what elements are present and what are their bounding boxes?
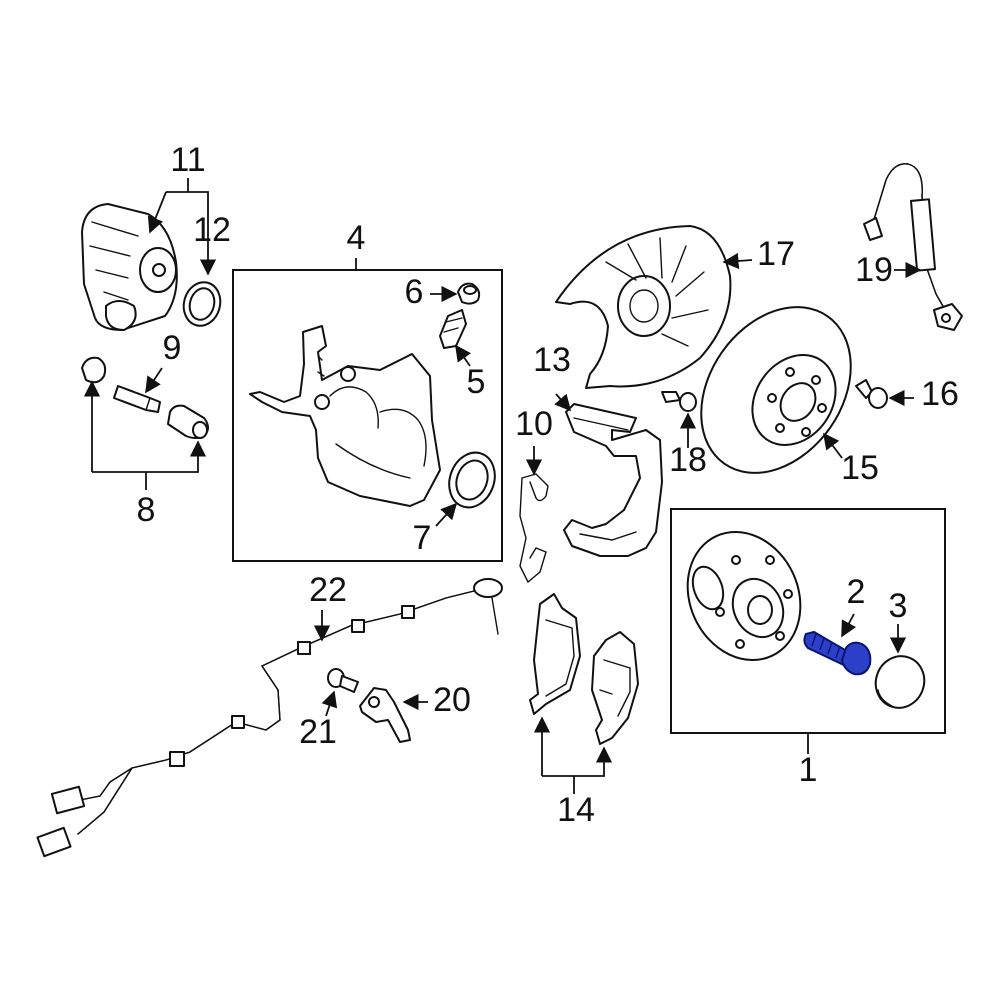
callout-8: 8 <box>137 491 156 529</box>
hub-bolt[interactable] <box>803 630 872 676</box>
guide-pin[interactable] <box>113 385 161 413</box>
sensor-bolt[interactable] <box>327 668 359 693</box>
callout-18: 18 <box>669 441 707 479</box>
splash-shield[interactable] <box>555 225 732 389</box>
leader-lines <box>83 178 922 794</box>
callout-5: 5 <box>467 363 486 401</box>
brake-rotor[interactable] <box>670 278 881 501</box>
brake-caliper[interactable] <box>249 325 441 507</box>
callout-11: 11 <box>170 141 205 179</box>
callout-21: 21 <box>299 713 337 751</box>
anti-rattle-spring[interactable] <box>519 473 549 584</box>
callout-10: 10 <box>515 405 553 443</box>
caliper-bracket[interactable] <box>563 403 663 557</box>
rotor-screw[interactable] <box>855 379 888 409</box>
wheel-hub[interactable] <box>667 513 821 678</box>
brake-pad-outer[interactable] <box>529 593 581 715</box>
callout-7: 7 <box>413 519 432 557</box>
parking-brake-motor[interactable] <box>81 203 178 331</box>
bleeder-screw[interactable] <box>439 309 467 349</box>
caliper-group-box <box>232 269 503 562</box>
callout-4: 4 <box>347 219 366 257</box>
hub-bolt-head <box>840 641 872 676</box>
dust-cap[interactable] <box>81 356 107 384</box>
brake-pad-inner[interactable] <box>591 631 639 745</box>
callout-20: 20 <box>433 681 471 719</box>
abs-sensor[interactable] <box>359 687 411 743</box>
callout-16: 16 <box>921 375 959 413</box>
callout-22: 22 <box>309 571 347 609</box>
callout-14: 14 <box>557 791 595 829</box>
callout-15: 15 <box>841 449 879 487</box>
callout-12: 12 <box>193 211 231 249</box>
callout-labels: 1 2 3 4 5 6 7 8 9 10 11 12 13 14 15 16 1… <box>137 141 959 829</box>
callout-3: 3 <box>889 587 908 625</box>
callout-6: 6 <box>405 273 424 311</box>
callout-19: 19 <box>855 251 893 289</box>
guide-bushing[interactable] <box>167 404 209 439</box>
o-ring[interactable] <box>179 278 225 330</box>
abs-sensor-harness[interactable] <box>36 578 503 858</box>
brake-hose[interactable] <box>863 163 963 331</box>
callout-2: 2 <box>847 573 866 611</box>
callout-17: 17 <box>757 235 795 273</box>
hub-bolt-thread <box>811 633 841 659</box>
callout-9: 9 <box>163 329 182 367</box>
bracket-bolt[interactable] <box>661 391 697 412</box>
callout-1: 1 <box>799 751 818 789</box>
hub-dust-cap[interactable] <box>869 649 932 714</box>
piston-seal[interactable] <box>442 446 502 514</box>
bleeder-cap[interactable] <box>457 282 481 305</box>
callout-13: 13 <box>533 341 571 379</box>
